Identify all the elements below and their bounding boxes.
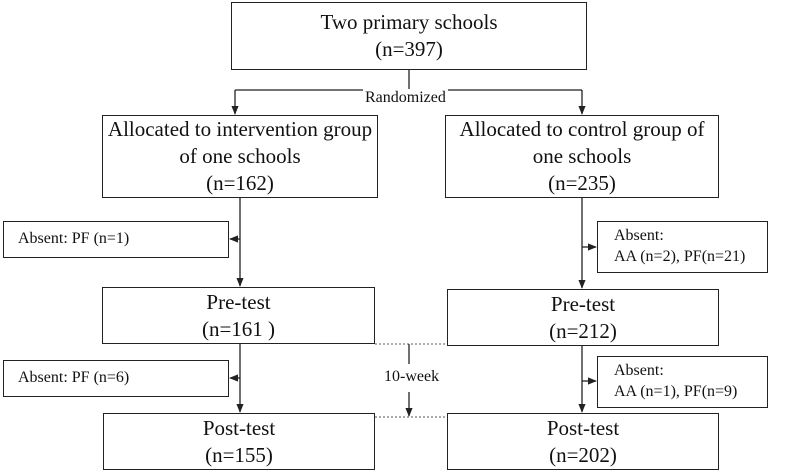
- control-absent-pre-detail: AA (n=2), PF(n=21): [614, 248, 746, 265]
- intervention-count: (n=162): [206, 170, 274, 195]
- control-posttest-box: Post-test (n=202): [447, 413, 719, 470]
- intervention-pretest-count: (n=161 ): [201, 316, 276, 341]
- control-pretest-count: (n=212): [549, 318, 617, 343]
- intervention-line1: Allocated to intervention group: [107, 117, 373, 142]
- control-absent-pre-title: Absent:: [614, 227, 664, 245]
- control-absent-post-detail: AA (n=1), PF(n=9): [614, 383, 738, 400]
- total-count: (n=397): [375, 37, 443, 61]
- intervention-absent-pre-text: Absent: PF (n=1): [18, 230, 130, 248]
- intervention-box: Allocated to intervention group of one s…: [102, 115, 378, 198]
- control-pretest-title: Pre-test: [550, 291, 616, 316]
- control-pretest-box: Pre-test (n=212): [447, 289, 719, 346]
- intervention-absent-post-text: Absent: PF (n=6): [18, 369, 130, 387]
- randomized-label: Randomized: [363, 89, 448, 107]
- intervention-pretest-box: Pre-test (n=161 ): [102, 287, 375, 344]
- intervention-pretest-title: Pre-test: [206, 289, 271, 314]
- intervention-posttest-box: Post-test (n=155): [103, 413, 375, 470]
- intervention-absent-post-box: Absent: PF (n=6): [3, 360, 229, 397]
- control-count: (n=235): [548, 170, 616, 195]
- control-box: Allocated to control group of one school…: [445, 115, 719, 198]
- control-line2: one schools: [532, 144, 632, 169]
- duration-label: 10-week: [382, 368, 442, 386]
- control-line1: Allocated to control group of: [459, 117, 705, 142]
- control-absent-pre-box: Absent: AA (n=2), PF(n=21): [597, 221, 768, 273]
- control-posttest-count: (n=202): [549, 442, 617, 467]
- intervention-absent-pre-box: Absent: PF (n=1): [3, 221, 229, 258]
- control-absent-post-title: Absent:: [614, 362, 664, 380]
- control-absent-post-box: Absent: AA (n=1), PF(n=9): [597, 356, 768, 408]
- total-title: Two primary schools: [320, 10, 498, 35]
- intervention-posttest-title: Post-test: [202, 415, 276, 440]
- intervention-posttest-count: (n=155): [205, 442, 273, 467]
- total-box: Two primary schools (n=397): [231, 2, 587, 70]
- control-posttest-title: Post-test: [546, 415, 620, 440]
- intervention-line2: of one schools: [179, 144, 301, 169]
